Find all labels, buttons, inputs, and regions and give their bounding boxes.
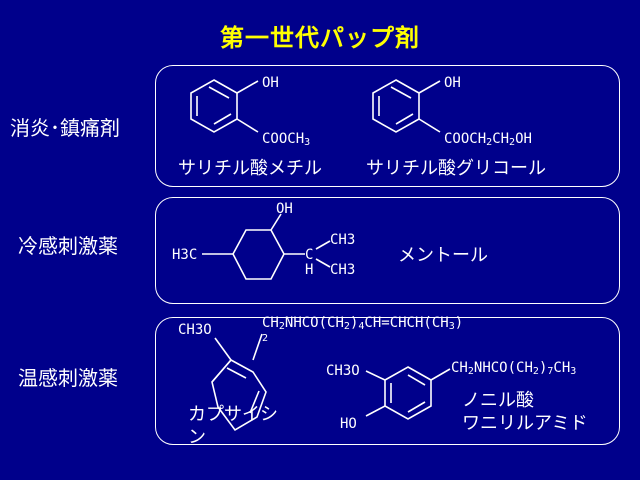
capsaicin-ch3o: CH3O [178,322,212,338]
capsaicin-chain: CH2NHCO(CH2)4CH=CHCH(CH3) [262,315,464,332]
capsaicin-ring [211,333,267,432]
capsaicin-name-line2: ン [188,427,206,448]
menthol-c: C [305,247,314,263]
category-cooling: 冷感刺激薬 [18,234,118,258]
menthol-ring [202,213,331,280]
glycol-salicylate-oh: OH [444,75,461,91]
menthol-name: メントール [398,245,488,266]
category-warming: 温感刺激薬 [18,366,118,390]
vanillylamide-ho: HO [340,416,357,432]
menthol-ch3-top: CH3 [330,232,356,248]
glycol-salicylate-name: サリチル酸グリコール [366,158,546,179]
menthol-h3c: H3C [172,247,198,263]
capsaicin-stray-subscript: 2 [262,333,269,344]
warming-box [155,317,620,445]
anti-inflammatory-box [155,65,620,187]
vanillylamide-name-line1: ノニル酸 [462,390,534,411]
vanillylamide-chain: CH2NHCO(CH2)7CH3 [451,360,577,377]
glycol-salicylate-ester: COOCH2CH2OH [444,131,532,148]
menthol-oh: OH [276,201,293,217]
methyl-salicylate-ring [190,79,259,133]
glycol-salicylate-ring [372,79,441,133]
vanillylamide-ch3o: CH3O [326,363,360,379]
vanillylamide-name-line2: ワニリルアミド [462,413,588,434]
capsaicin-name-line1: カプサイシ [188,404,278,425]
slide-title: 第一世代パップ剤 [220,24,420,52]
methyl-salicylate-name: サリチル酸メチル [178,158,322,179]
vanillylamide-ring [365,366,451,420]
methyl-salicylate-oh: OH [262,75,279,91]
menthol-h: H [305,262,314,278]
methyl-salicylate-ester: COOCH3 [262,131,311,148]
menthol-ch3-bottom: CH3 [330,262,356,278]
cooling-box [155,197,620,304]
category-anti-inflammatory: 消炎･鎮痛剤 [10,116,120,140]
